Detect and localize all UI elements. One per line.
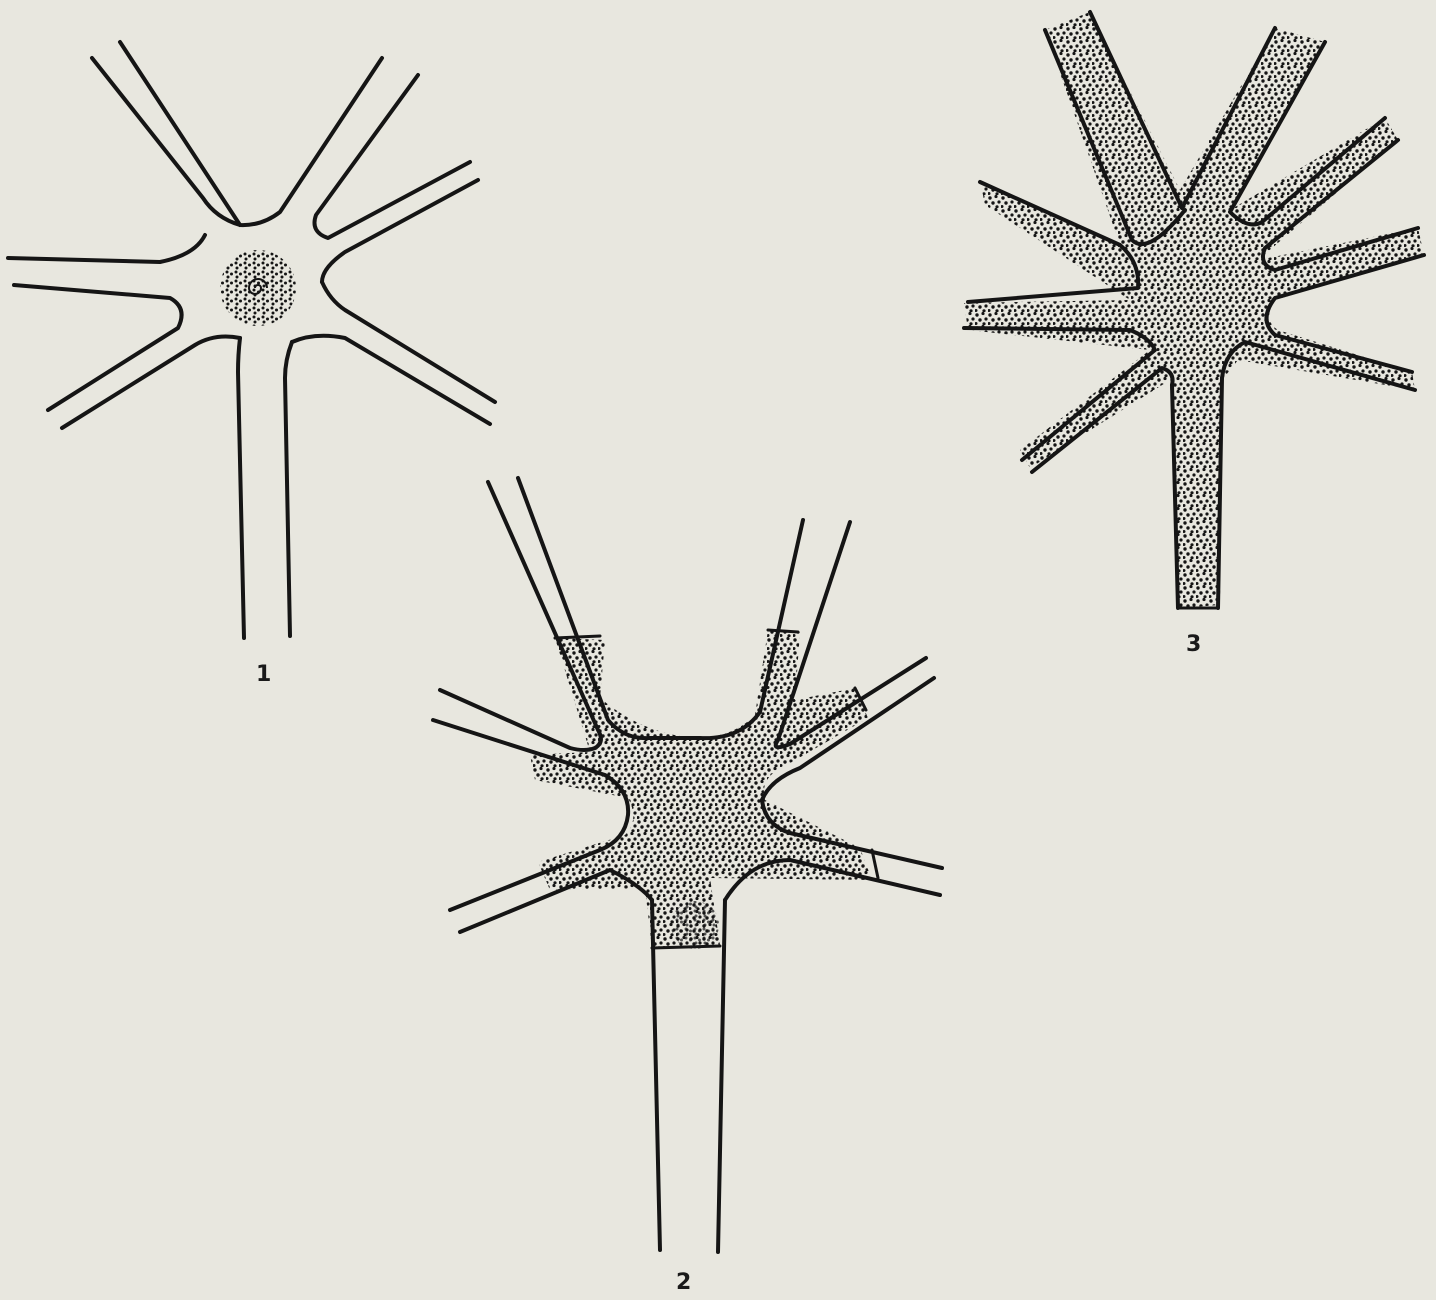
neuron-3-body-stippled (964, 12, 1424, 608)
neuron-2-soma-stippled (530, 630, 872, 948)
neuron-1-nucleus (220, 250, 296, 326)
figure-label-1: 1 (256, 662, 271, 687)
neuron-2-nucleus (671, 901, 719, 949)
neuron-1-dendrite-upper-left (92, 58, 382, 225)
figure-label-2: 2 (676, 1270, 691, 1295)
neuron-1 (8, 42, 495, 638)
neuron-3 (964, 12, 1424, 608)
neuron-2 (433, 478, 942, 1252)
neuron-1-dendrite-left (8, 235, 205, 262)
neuron-1-dendrite-right-upper (315, 75, 471, 238)
neuron-1-axon (238, 338, 244, 638)
figure-label-3: 3 (1186, 632, 1201, 657)
neuron-1-dendrite-left-top (120, 42, 240, 225)
